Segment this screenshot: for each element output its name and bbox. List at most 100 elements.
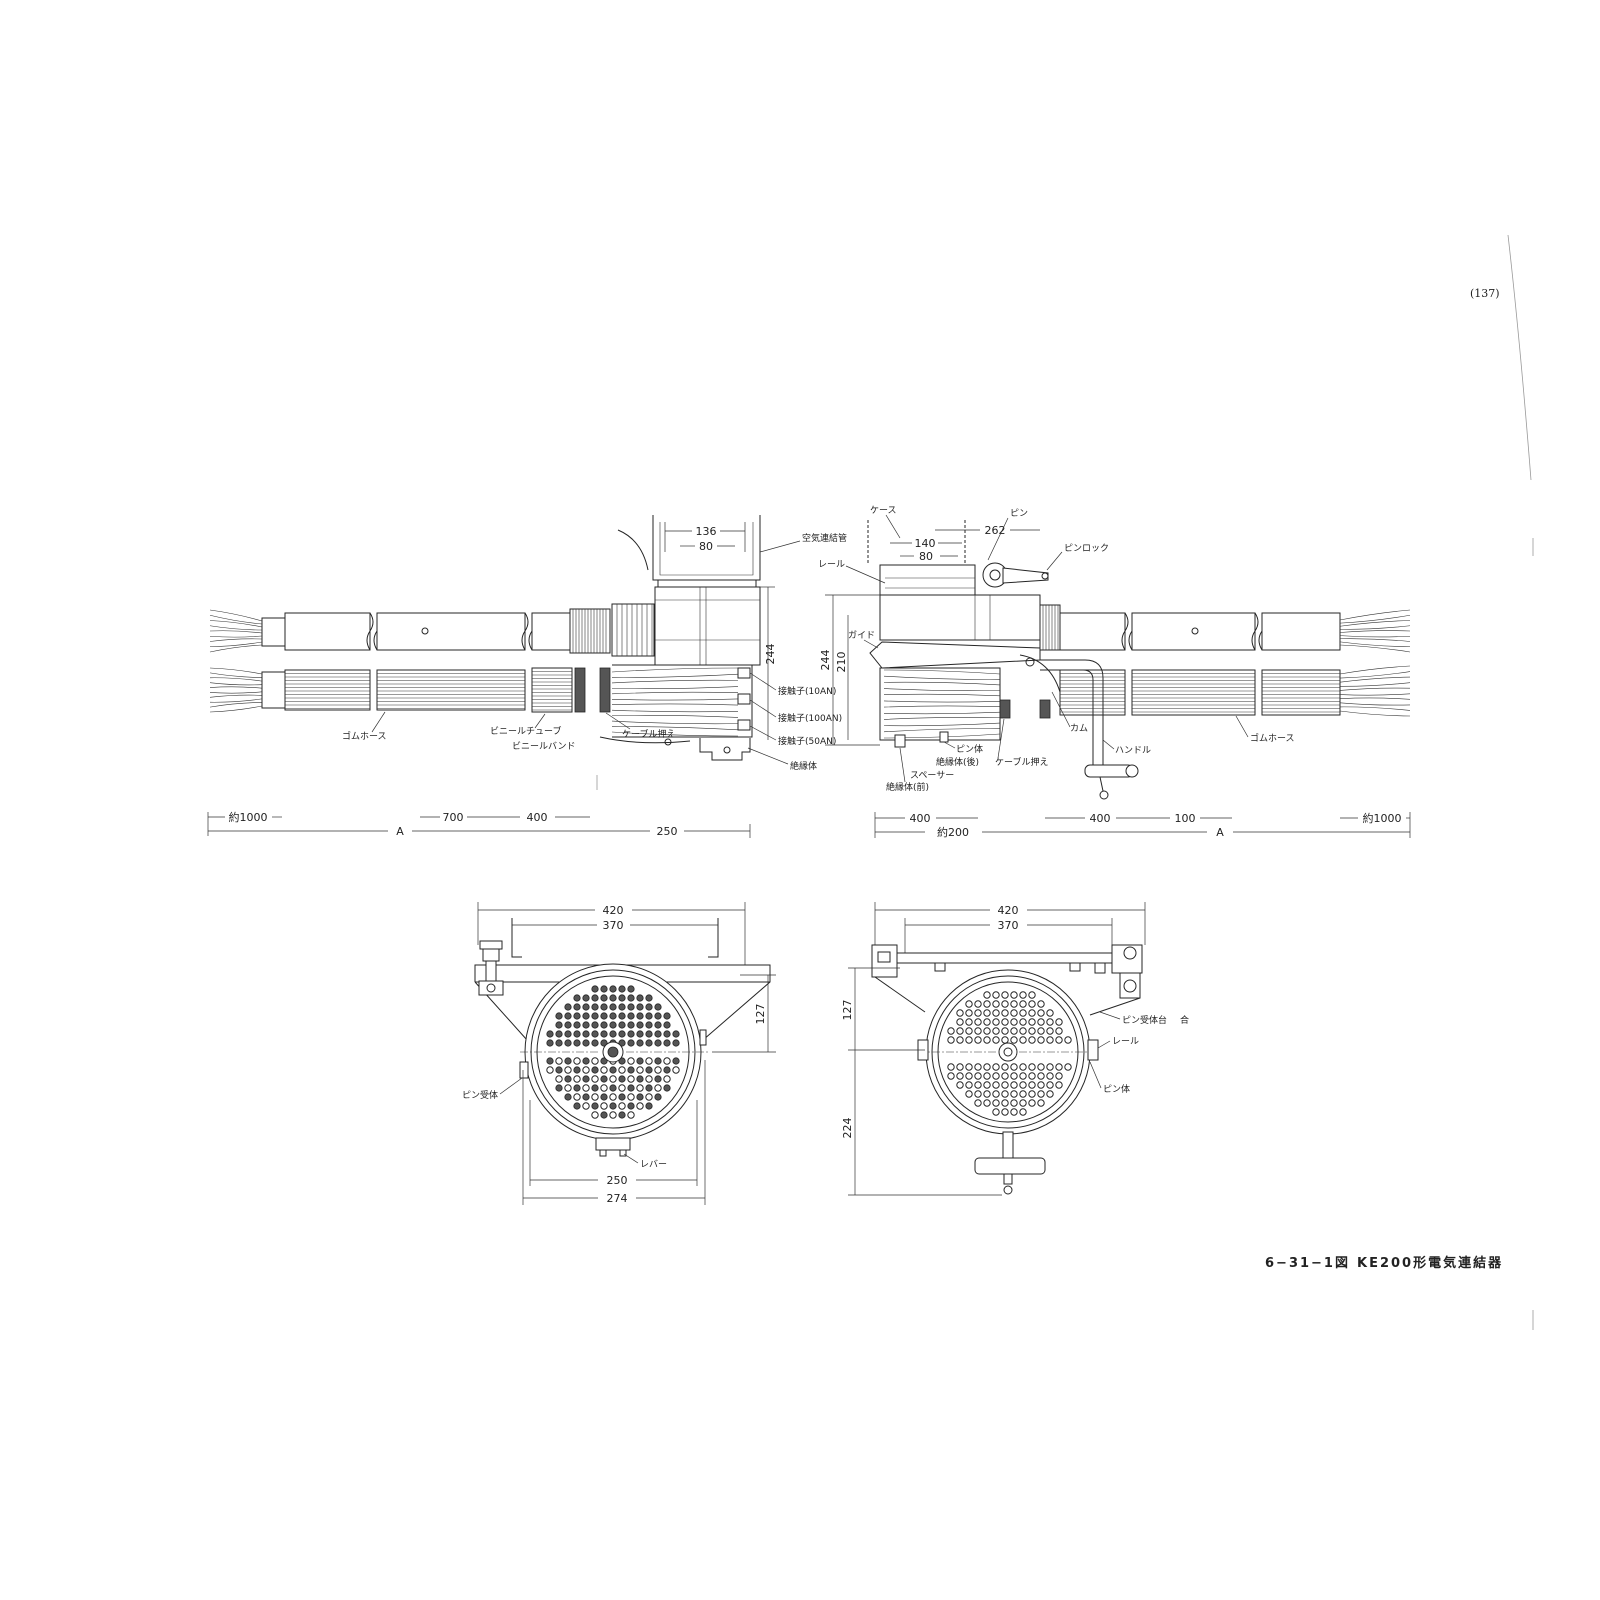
cable-wire bbox=[209, 698, 263, 703]
right-side-view: ケース 262 140 80 ピン ピンロック レール ガイド bbox=[818, 505, 1411, 839]
contact-pin bbox=[965, 1009, 973, 1017]
cable-wire bbox=[209, 644, 263, 653]
leader-line bbox=[747, 747, 789, 765]
contact-pin bbox=[564, 1003, 572, 1011]
contact-pin bbox=[1028, 1009, 1036, 1017]
contact-pin bbox=[573, 1066, 581, 1074]
cable-wire bbox=[611, 731, 739, 737]
contact-pin bbox=[591, 994, 599, 1002]
leader-line bbox=[1046, 551, 1063, 571]
label-guide: ガイド bbox=[848, 630, 875, 641]
contact-pin bbox=[627, 1084, 635, 1092]
cable-wire bbox=[209, 702, 263, 708]
contact-pin bbox=[983, 1036, 991, 1044]
contact-pin bbox=[627, 1030, 635, 1038]
dim-400-right-a: 400 bbox=[910, 812, 931, 825]
contact-pin bbox=[1055, 1063, 1063, 1071]
contact-pin bbox=[1046, 1090, 1054, 1098]
contact-pin bbox=[1001, 1009, 1009, 1017]
contact-pin bbox=[636, 1012, 644, 1020]
dim-140: 140 bbox=[915, 537, 936, 550]
cam-pivot bbox=[1025, 657, 1035, 667]
cable-wire bbox=[883, 688, 1001, 691]
mount-bracket bbox=[708, 918, 719, 958]
contact-pin bbox=[654, 1003, 662, 1011]
contact-pin bbox=[591, 1093, 599, 1101]
dim-80: 80 bbox=[699, 540, 713, 553]
contact-pin bbox=[1019, 1072, 1027, 1080]
contact-pin bbox=[555, 1057, 563, 1065]
contact-pin bbox=[956, 1036, 964, 1044]
contact-pin bbox=[1010, 1072, 1018, 1080]
leader-line bbox=[759, 540, 801, 553]
contact-pin bbox=[582, 1021, 590, 1029]
dim-400: 400 bbox=[527, 811, 548, 824]
contact-pin bbox=[1028, 991, 1036, 999]
contact-pin bbox=[974, 1036, 982, 1044]
contact-pin bbox=[555, 1084, 563, 1092]
contact-pin bbox=[1037, 1027, 1045, 1035]
contact-pin bbox=[600, 1093, 608, 1101]
cable-cap bbox=[261, 671, 286, 709]
cable-clamp bbox=[599, 667, 611, 713]
contact-pin bbox=[663, 1075, 671, 1083]
contact-pin bbox=[573, 994, 581, 1002]
cable-wire bbox=[209, 691, 263, 694]
insulator-block bbox=[699, 738, 751, 761]
contact-pin bbox=[573, 1093, 581, 1101]
cable-wire bbox=[883, 681, 1001, 686]
contact-pin bbox=[992, 1072, 1000, 1080]
contact-pin bbox=[618, 1093, 626, 1101]
cable-wire bbox=[1339, 687, 1411, 691]
contact-pin bbox=[609, 1021, 617, 1029]
contact-pin bbox=[654, 1030, 662, 1038]
contact-pin bbox=[1019, 1018, 1027, 1026]
contact-pin bbox=[555, 1030, 563, 1038]
contact-pin bbox=[636, 1066, 644, 1074]
contact-pin bbox=[947, 1063, 955, 1071]
contact-pin bbox=[1001, 1036, 1009, 1044]
label-contact-50an: 接触子(50AN) bbox=[778, 735, 836, 747]
label-spacer: スペーサー bbox=[910, 770, 954, 781]
right-front-view: 420 370 ピン受体台 合 レール bbox=[841, 902, 1189, 1196]
contact-pin bbox=[627, 994, 635, 1002]
bolt-washer bbox=[482, 948, 500, 962]
contact-pin bbox=[645, 1093, 653, 1101]
cam bbox=[1019, 654, 1061, 693]
contact-pin bbox=[1055, 1018, 1063, 1026]
connector-housing bbox=[612, 664, 753, 738]
contact-pin bbox=[573, 1003, 581, 1011]
label-mark: 合 bbox=[1180, 1014, 1189, 1026]
dim-274: 274 bbox=[607, 1192, 628, 1205]
case-outline bbox=[867, 520, 966, 565]
pin-lock-hub bbox=[989, 569, 1001, 581]
pin-lock-knob bbox=[1041, 572, 1049, 580]
contact-pin bbox=[627, 1093, 635, 1101]
contact-pin bbox=[591, 1012, 599, 1020]
contact-pin bbox=[582, 994, 590, 1002]
contact-pin bbox=[974, 1009, 982, 1017]
contact-pin bbox=[609, 1030, 617, 1038]
handle-pipe-inner bbox=[1040, 669, 1094, 770]
label-lever: レバー bbox=[640, 1159, 667, 1170]
contact-pin bbox=[609, 1003, 617, 1011]
rail-bar bbox=[894, 952, 1116, 964]
contact-pin bbox=[1001, 1027, 1009, 1035]
cable-wire bbox=[883, 705, 1001, 708]
contact-pin bbox=[983, 1081, 991, 1089]
dim-127-right: 127 bbox=[841, 1000, 854, 1021]
contact-pin-array bbox=[546, 985, 680, 1119]
contact-pin bbox=[654, 1066, 662, 1074]
leader-line bbox=[899, 747, 906, 783]
contact-pin bbox=[1010, 1018, 1018, 1026]
label-pin-lock: ピンロック bbox=[1064, 543, 1109, 554]
contact-pin bbox=[974, 1090, 982, 1098]
cable-wire bbox=[209, 638, 263, 642]
label-insulator: 絶縁体 bbox=[790, 760, 817, 772]
pin-body bbox=[939, 731, 949, 743]
label-rail-front: レール bbox=[1112, 1037, 1139, 1047]
contact-pin bbox=[1046, 1072, 1054, 1080]
cable-wire bbox=[209, 705, 263, 713]
contact-pin bbox=[618, 985, 626, 993]
insulator-front bbox=[894, 734, 906, 748]
